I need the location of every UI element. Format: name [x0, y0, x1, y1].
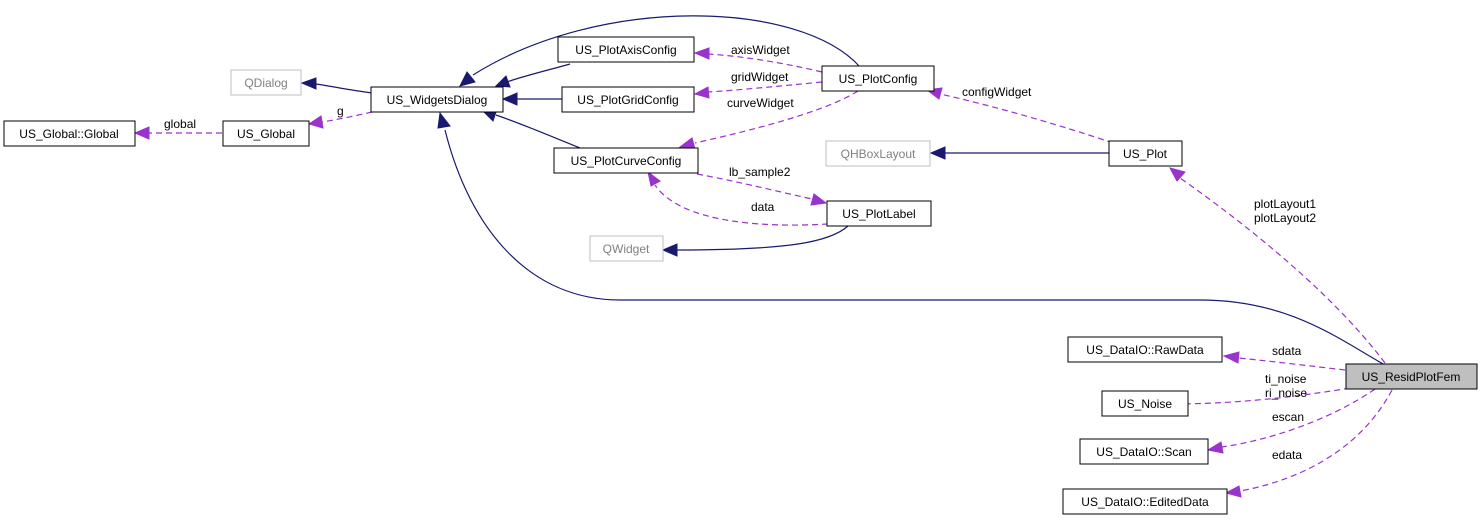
arrowhead-axisconfig — [693, 47, 710, 60]
node-us-plotaxisconfig-label: US_PlotAxisConfig — [575, 43, 676, 57]
node-us-residplotfem-label: US_ResidPlotFem — [1362, 370, 1461, 384]
node-us-plotgridconfig-label: US_PlotGridConfig — [577, 93, 678, 107]
node-us-plotcurveconfig-label: US_PlotCurveConfig — [571, 154, 682, 168]
edge-label-global: global — [164, 117, 196, 131]
edge-label-config-widget: configWidget — [962, 85, 1032, 99]
edge-label-plot-layout2: plotLayout2 — [1254, 211, 1316, 225]
arrowhead-widgetsdialog-from-grid — [501, 92, 518, 106]
node-us-dataio-scan[interactable]: US_DataIO::Scan — [1079, 438, 1209, 465]
node-us-plotlabel[interactable]: US_PlotLabel — [826, 200, 932, 227]
edge-label-edata: edata — [1272, 448, 1302, 462]
node-us-widgetsdialog-label: US_WidgetsDialog — [387, 93, 488, 107]
arrowhead-globalglobal — [133, 126, 150, 140]
edge-residplotfem-to-scan — [1221, 388, 1376, 448]
edge-plotlabel-to-qwidget — [675, 225, 849, 251]
node-qhboxlayout[interactable]: QHBoxLayout — [825, 140, 931, 167]
node-us-plot-label: US_Plot — [1123, 147, 1168, 161]
edge-widgetsdialog-to-qdialog — [315, 83, 373, 94]
node-us-plotaxisconfig[interactable]: US_PlotAxisConfig — [557, 36, 695, 63]
edge-label-g: g — [337, 104, 344, 118]
edge-label-axis-widget: axisWidget — [731, 43, 790, 57]
edge-label-sdata: sdata — [1272, 344, 1302, 358]
node-us-dataio-rawdata-label: US_DataIO::RawData — [1086, 343, 1204, 357]
arrowhead-plot — [1169, 167, 1186, 182]
edge-label-data: data — [751, 200, 775, 214]
node-qdialog-label: QDialog — [244, 76, 287, 90]
edge-label-plot-layout1: plotLayout1 — [1254, 197, 1316, 211]
edge-residplotfem-to-widgetsdialog — [444, 129, 1386, 366]
arrowhead-global — [307, 115, 324, 129]
node-us-dataio-editeddata-label: US_DataIO::EditedData — [1081, 495, 1209, 509]
arrowhead-widgetsdialog-from-axis — [494, 75, 511, 88]
edge-curveconfig-to-widgetsdialog — [495, 114, 586, 151]
node-us-plotgridconfig[interactable]: US_PlotGridConfig — [561, 86, 695, 113]
edge-plot-to-plotconfig — [939, 93, 1114, 144]
arrowhead-widgetsdialog-from-residplot — [437, 111, 451, 129]
edge-residplotfem-to-noise — [1171, 387, 1351, 405]
node-us-global-global-label: US_Global::Global — [19, 127, 118, 141]
edge-plotconfig-to-widgetsdialog — [472, 15, 861, 76]
arrowhead-gridconfig — [693, 86, 710, 99]
node-us-global[interactable]: US_Global — [222, 120, 310, 147]
edge-plotconfig-to-gridconfig — [707, 81, 823, 93]
node-qhboxlayout-label: QHBoxLayout — [841, 147, 916, 161]
arrowhead-widgetsdialog-from-plotconfig — [459, 71, 476, 87]
node-us-plotconfig-label: US_PlotConfig — [839, 72, 918, 86]
edge-residplotfem-to-editeddata — [1239, 389, 1393, 492]
node-us-global-label: US_Global — [237, 127, 295, 141]
arrowhead-plotlabel — [810, 193, 828, 206]
node-us-plotcurveconfig[interactable]: US_PlotCurveConfig — [553, 147, 699, 174]
arrowhead-curveconfig-from-label — [647, 170, 661, 187]
edge-widgetsdialog-to-global — [321, 111, 373, 123]
edge-plotconfig-to-axisconfig — [707, 53, 823, 73]
edge-label-ti-noise: ti_noise — [1265, 372, 1307, 386]
node-qwidget-label: QWidget — [603, 242, 650, 256]
arrowhead-qdialog — [300, 77, 317, 90]
node-us-noise-label: US_Noise — [1118, 397, 1172, 411]
node-us-plotconfig[interactable]: US_PlotConfig — [821, 65, 935, 92]
node-us-plot[interactable]: US_Plot — [1108, 140, 1183, 167]
node-us-dataio-rawdata[interactable]: US_DataIO::RawData — [1067, 336, 1223, 363]
node-us-global-global[interactable]: US_Global::Global — [3, 120, 136, 147]
node-us-plotlabel-label: US_PlotLabel — [842, 207, 915, 221]
edge-label-ri-noise: ri_noise — [1265, 386, 1307, 400]
edge-label-curve-widget: curveWidget — [727, 96, 794, 110]
node-us-dataio-scan-label: US_DataIO::Scan — [1096, 445, 1191, 459]
arrowhead-editeddata — [1224, 485, 1242, 498]
edge-residplotfem-to-plot — [1179, 177, 1386, 364]
arrowhead-qhboxlayout — [929, 146, 946, 160]
node-us-widgetsdialog[interactable]: US_WidgetsDialog — [370, 86, 504, 113]
edge-plotlabel-to-curveconfig — [654, 184, 829, 226]
edge-label-lb-sample2: lb_sample2 — [729, 165, 791, 179]
arrowhead-rawdata — [1222, 351, 1240, 364]
edge-label-grid-widget: gridWidget — [731, 70, 789, 84]
node-us-dataio-editeddata[interactable]: US_DataIO::EditedData — [1062, 488, 1228, 515]
edge-residplotfem-to-rawdata — [1237, 357, 1346, 371]
node-us-residplotfem[interactable]: US_ResidPlotFem — [1345, 363, 1478, 390]
edge-label-escan: escan — [1272, 410, 1304, 424]
edge-axisconfig-to-widgetsdialog — [506, 63, 571, 83]
arrowhead-qwidget — [661, 243, 678, 257]
node-us-noise[interactable]: US_Noise — [1101, 390, 1189, 417]
node-qwidget[interactable]: QWidget — [589, 235, 664, 262]
node-qdialog[interactable]: QDialog — [230, 69, 302, 96]
arrowhead-scan — [1206, 441, 1224, 454]
arrowhead-curveconfig-from-plotconfig — [678, 137, 696, 150]
edge-curveconfig-to-plotlabel — [696, 173, 813, 200]
